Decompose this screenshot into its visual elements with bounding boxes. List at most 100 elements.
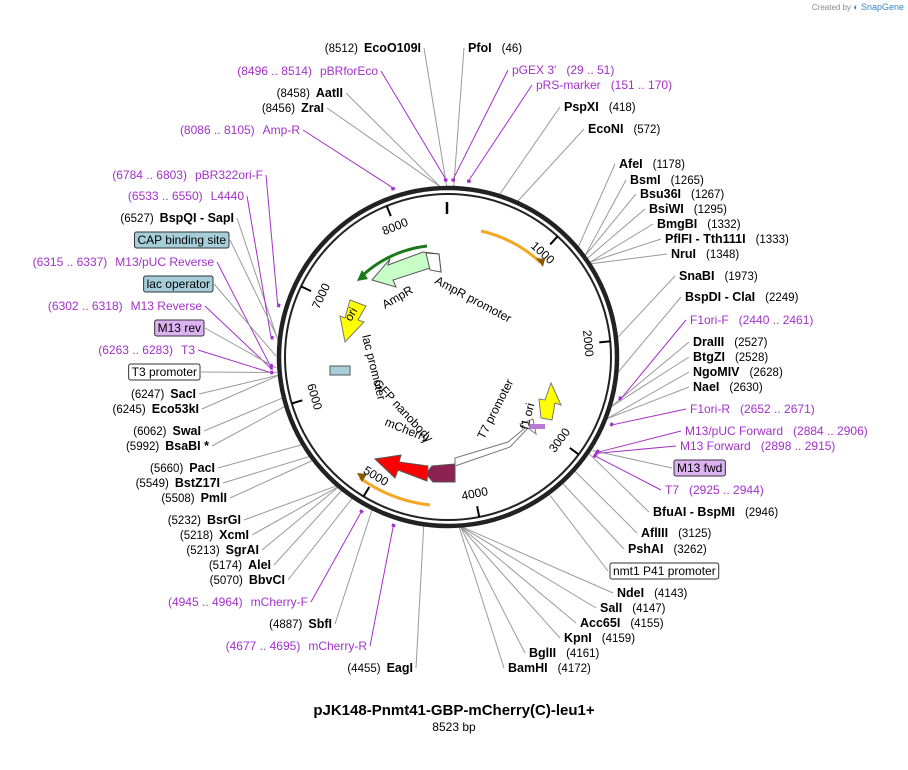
site-kpni[interactable]: KpnI(4159) <box>564 631 635 645</box>
site-leader-line <box>261 487 338 551</box>
site-bspdi-clai[interactable]: BspDI - ClaI(2249) <box>685 290 799 304</box>
boxed-feature-lac-operator[interactable]: lac operator <box>143 275 214 293</box>
site-position: (3262) <box>673 544 706 556</box>
site-sgrai[interactable]: SgrAI(5213) <box>186 543 259 557</box>
primer-leader-line <box>246 195 272 338</box>
site-naei[interactable]: NaeI(2630) <box>693 380 763 394</box>
site-acc65i[interactable]: Acc65I(4155) <box>580 616 664 630</box>
site-leader-line <box>584 179 627 256</box>
site-leader-line <box>499 106 561 195</box>
site-bsrgi[interactable]: BsrGI(5232) <box>168 513 241 527</box>
primer-pbr322ori-f[interactable]: pBR322ori-F(6784 .. 6803) <box>112 168 263 182</box>
boxed-feature-t3-promoter[interactable]: T3 promoter <box>128 363 201 381</box>
site-bsabi[interactable]: BsaBI *(5992) <box>126 439 209 453</box>
boxed-feature-m13-rev[interactable]: M13 rev <box>154 319 205 337</box>
site-position: (6062) <box>133 426 166 438</box>
site-snabi[interactable]: SnaBI(1973) <box>679 269 758 283</box>
site-econi[interactable]: EcoNI(572) <box>588 122 660 136</box>
primer-t7[interactable]: T7(2925 .. 2944) <box>665 483 764 497</box>
boxed-feature-nmt1-p41-promoter[interactable]: nmt1 P41 promoter <box>609 562 720 580</box>
site-sbfi[interactable]: SbfI(4887) <box>269 617 332 631</box>
boxed-feature-m13-fwd[interactable]: M13 fwd <box>673 459 726 477</box>
site-zrai[interactable]: ZraI(8456) <box>262 101 324 115</box>
site-bmgbi[interactable]: BmgBI(1332) <box>657 217 741 231</box>
primer-m13-reverse[interactable]: M13 Reverse(6302 .. 6318) <box>48 299 202 313</box>
site-bsmi[interactable]: BsmI(1265) <box>630 173 704 187</box>
site-paci[interactable]: PacI(5660) <box>150 461 215 475</box>
site-leader-line <box>201 375 279 410</box>
site-ngomiv[interactable]: NgoMIV(2628) <box>693 365 783 379</box>
primer-m13-puc-forward[interactable]: M13/pUC Forward(2884 .. 2906) <box>685 424 868 438</box>
site-bsiwi[interactable]: BsiWI(1295) <box>649 202 727 216</box>
primer-range: (2884 .. 2906) <box>793 424 868 438</box>
site-leader-line <box>589 223 654 263</box>
site-bstz17i[interactable]: BstZ17I(5549) <box>136 476 220 490</box>
primer-name: mCherry-F <box>251 595 308 609</box>
primer-amp-r[interactable]: Amp-R(8086 .. 8105) <box>180 123 300 137</box>
primer-ring-mark <box>592 453 598 459</box>
site-leader-line <box>587 208 646 259</box>
site-name: AflIII <box>641 526 668 540</box>
site-name: SacI <box>170 387 196 401</box>
f1-ori-feature[interactable] <box>538 381 562 421</box>
site-pshai[interactable]: PshAI(3262) <box>628 542 707 556</box>
primer-m13-puc-reverse[interactable]: M13/pUC Reverse(6315 .. 6337) <box>33 255 215 269</box>
site-bsu36i[interactable]: Bsu36I(1267) <box>640 187 724 201</box>
site-sali[interactable]: SalI(4147) <box>600 601 666 615</box>
boxed-feature-cap-binding-site[interactable]: CAP binding site <box>134 231 230 249</box>
site-eco53ki[interactable]: Eco53kI(6245) <box>112 402 199 416</box>
site-leader-line <box>236 217 279 341</box>
mcherry-feature[interactable] <box>373 454 429 482</box>
site-nrui[interactable]: NruI(1348) <box>671 247 739 261</box>
site-alei[interactable]: AleI(5174) <box>209 558 271 572</box>
site-afliii[interactable]: AflIII(3125) <box>641 526 712 540</box>
site-pmli[interactable]: PmlI(5508) <box>161 491 227 505</box>
primer-f1ori-r[interactable]: F1ori-R(2652 .. 2671) <box>690 402 815 416</box>
t7-promoter-feature[interactable] <box>454 418 537 467</box>
primer-name: M13 Forward <box>680 439 751 453</box>
site-pflfi-tth111i[interactable]: PflFI - Tth111I(1333) <box>665 232 789 246</box>
ampr-arc-arrowhead <box>357 270 368 281</box>
site-ecoo109i[interactable]: EcoO109I(8512) <box>325 41 421 55</box>
primer-mark-inner-f1 <box>529 424 545 429</box>
site-pfoi[interactable]: PfoI(46) <box>468 41 522 55</box>
site-swai[interactable]: SwaI(6062) <box>133 424 201 438</box>
site-leader-line <box>326 107 440 187</box>
site-xcmi[interactable]: XcmI(5218) <box>180 528 249 542</box>
primer-pbrforeco[interactable]: pBRforEco(8496 .. 8514) <box>237 64 378 78</box>
site-afei[interactable]: AfeI(1178) <box>619 157 685 171</box>
site-leader-line <box>611 356 690 407</box>
boxed-feature-label: CAP binding site <box>138 233 227 247</box>
primer-t3[interactable]: T3(6263 .. 6283) <box>98 343 195 357</box>
primer-pgex-3[interactable]: pGEX 3'(29 .. 51) <box>512 63 614 77</box>
credit-brand: SnapGene <box>860 2 904 12</box>
ori-feature[interactable] <box>339 299 367 344</box>
ampr-promoter-feature[interactable] <box>425 252 442 273</box>
site-eagi[interactable]: EagI(4455) <box>347 661 413 675</box>
site-bfuai-bspmi[interactable]: BfuAI - BspMI(2946) <box>653 505 778 519</box>
site-position: (5232) <box>168 515 201 527</box>
site-saci[interactable]: SacI(6247) <box>131 387 196 401</box>
site-bbvci[interactable]: BbvCI(5070) <box>210 573 285 587</box>
site-pspxi[interactable]: PspXI(418) <box>564 100 636 114</box>
site-leader-line <box>273 490 342 566</box>
primer-l4440[interactable]: L4440(6533 .. 6550) <box>128 189 244 203</box>
gfp-nanobody-feature[interactable] <box>425 463 456 483</box>
primer-mcherry-r[interactable]: mCherry-R(4677 .. 4695) <box>226 639 368 653</box>
primer-mcherry-f[interactable]: mCherry-F(4945 .. 4964) <box>168 595 308 609</box>
site-position: (5213) <box>186 545 219 557</box>
site-position: (1267) <box>691 189 724 201</box>
site-btgzi[interactable]: BtgZI(2528) <box>693 350 768 364</box>
site-ndei[interactable]: NdeI(4143) <box>617 586 688 600</box>
primer-prs-marker[interactable]: pRS-marker(151 .. 170) <box>536 78 672 92</box>
primer-m13-forward[interactable]: M13 Forward(2898 .. 2915) <box>680 439 835 453</box>
site-bspqi-sapi[interactable]: BspQI - SapI(6527) <box>120 211 234 225</box>
lac-operator-feature[interactable] <box>329 365 351 376</box>
primer-f1ori-f[interactable]: F1ori-F(2440 .. 2461) <box>690 313 813 327</box>
site-bglii[interactable]: BglII(4161) <box>529 646 600 660</box>
boxed-feature-label: lac operator <box>147 277 210 291</box>
site-aatii[interactable]: AatII(8458) <box>277 86 343 100</box>
site-bamhi[interactable]: BamHI(4172) <box>508 661 591 675</box>
site-draiii[interactable]: DraIII(2527) <box>693 335 768 349</box>
primer-range: (2925 .. 2944) <box>689 483 764 497</box>
